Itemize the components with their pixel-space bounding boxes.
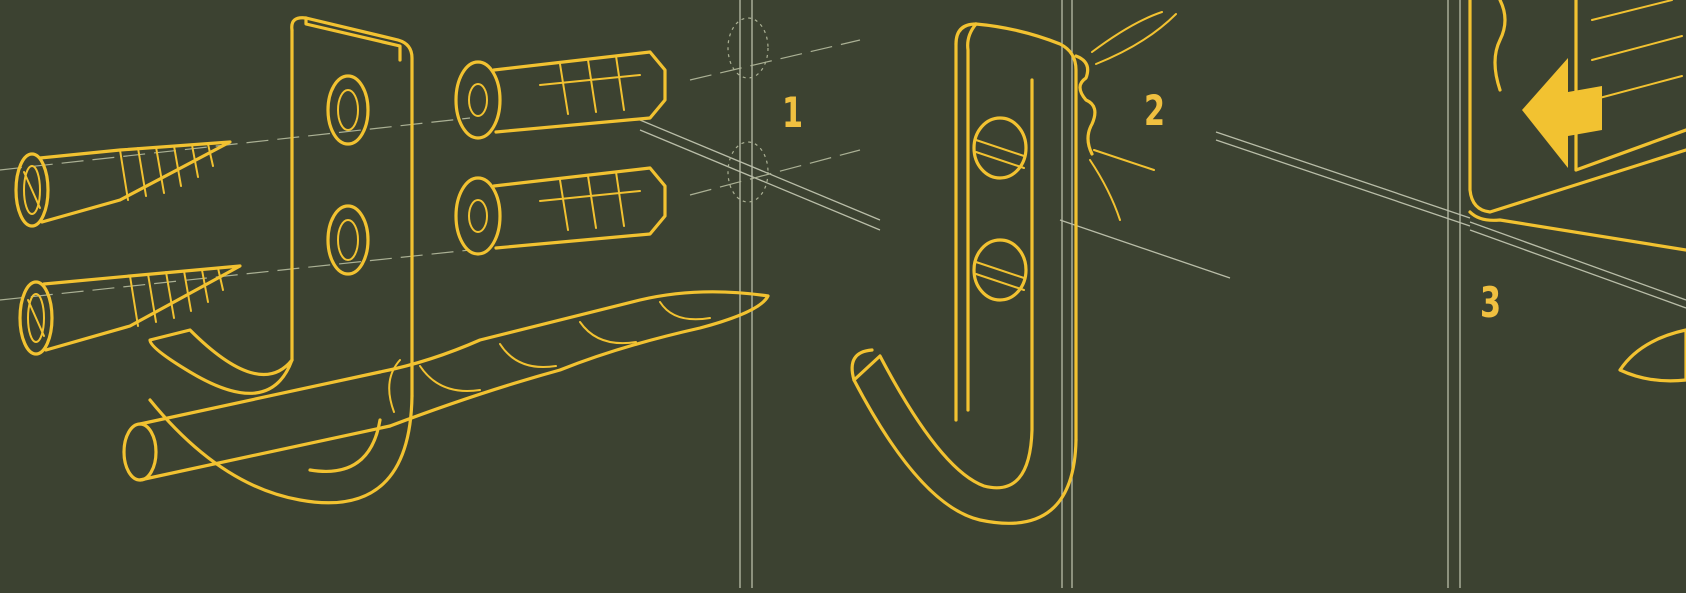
shelf-detail <box>1470 0 1686 381</box>
wall-plug-icon <box>456 52 665 254</box>
screw-icon <box>16 142 240 354</box>
hook-icon <box>852 12 1176 523</box>
step-3-label: 3 <box>1480 282 1501 324</box>
alignment-lines <box>0 18 860 300</box>
step-2-label: 2 <box>1144 90 1165 132</box>
step-1-label: 1 <box>782 92 803 134</box>
arrow-icon <box>1522 58 1602 168</box>
